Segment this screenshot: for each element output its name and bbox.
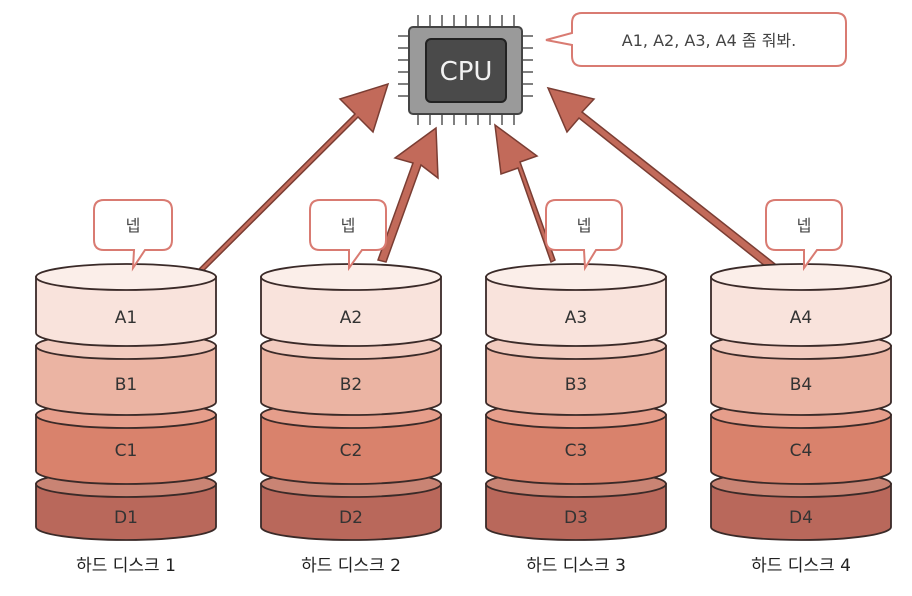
disk-platter bbox=[710, 483, 892, 541]
response-text: 넵 bbox=[797, 216, 812, 235]
block-label: A4 bbox=[790, 308, 812, 328]
block-label: C1 bbox=[115, 441, 138, 461]
disk-platter bbox=[35, 483, 217, 541]
disk-caption: 하드 디스크 3 bbox=[526, 556, 626, 576]
disk-platter bbox=[35, 345, 217, 416]
hard-disk-3: A3 B3 C3 D3 하드 디스크 3 넵 bbox=[485, 199, 667, 576]
block-label: D2 bbox=[339, 508, 363, 528]
disk-platter bbox=[485, 276, 667, 347]
disk-caption: 하드 디스크 4 bbox=[751, 556, 851, 576]
arrow-disk1-to-cpu bbox=[176, 82, 390, 295]
response-bubble: 넵 bbox=[765, 199, 843, 272]
disk-platter bbox=[710, 345, 892, 416]
cpu-chip: CPU bbox=[398, 15, 533, 125]
response-bubble: 넵 bbox=[545, 199, 623, 272]
block-label: D1 bbox=[114, 508, 138, 528]
block-label: D4 bbox=[789, 508, 813, 528]
cpu-speech-bubble: A1, A2, A3, A4 좀 줘봐. bbox=[545, 12, 847, 67]
hard-disk-4: A4 B4 C4 D4 하드 디스크 4 넵 bbox=[710, 199, 892, 576]
arrow-disk2-to-cpu bbox=[377, 126, 439, 263]
disk-platter bbox=[485, 345, 667, 416]
disk-platter bbox=[710, 414, 892, 485]
block-label: B2 bbox=[340, 375, 362, 395]
block-label: C4 bbox=[790, 441, 813, 461]
cpu-speech-text: A1, A2, A3, A4 좀 줘봐. bbox=[622, 31, 796, 50]
response-bubble: 넵 bbox=[93, 199, 173, 272]
response-bubble: 넵 bbox=[309, 199, 387, 272]
disk-caption: 하드 디스크 2 bbox=[301, 556, 401, 576]
disk-platter bbox=[260, 345, 442, 416]
disk-platter bbox=[260, 414, 442, 485]
block-label: B4 bbox=[790, 375, 812, 395]
block-label: D3 bbox=[564, 508, 588, 528]
response-text: 넵 bbox=[126, 216, 141, 235]
block-label: A3 bbox=[565, 308, 587, 328]
arrow-disk4-to-cpu bbox=[546, 86, 777, 272]
block-label: B3 bbox=[565, 375, 587, 395]
response-text: 넵 bbox=[577, 216, 592, 235]
cpu-label: CPU bbox=[440, 57, 493, 87]
disk-caption: 하드 디스크 1 bbox=[76, 556, 176, 576]
cpu-core bbox=[425, 38, 507, 103]
block-label: A1 bbox=[115, 308, 137, 328]
block-label: C2 bbox=[340, 441, 363, 461]
response-text: 넵 bbox=[341, 216, 356, 235]
hard-disk-1: A1 B1 C1 D1 하드 디스크 1 넵 bbox=[35, 199, 217, 576]
block-label: C3 bbox=[565, 441, 588, 461]
disk-platter bbox=[35, 414, 217, 485]
disk-platter bbox=[710, 276, 892, 347]
disk-platter bbox=[485, 414, 667, 485]
block-label: B1 bbox=[115, 375, 137, 395]
block-label: A2 bbox=[340, 308, 362, 328]
disk-platter bbox=[485, 483, 667, 541]
arrows bbox=[176, 82, 777, 295]
disk-platter bbox=[260, 483, 442, 541]
disk-platter bbox=[260, 276, 442, 347]
hard-disk-2: A2 B2 C2 D2 하드 디스크 2 넵 bbox=[260, 199, 442, 576]
disk-platter bbox=[35, 276, 217, 347]
